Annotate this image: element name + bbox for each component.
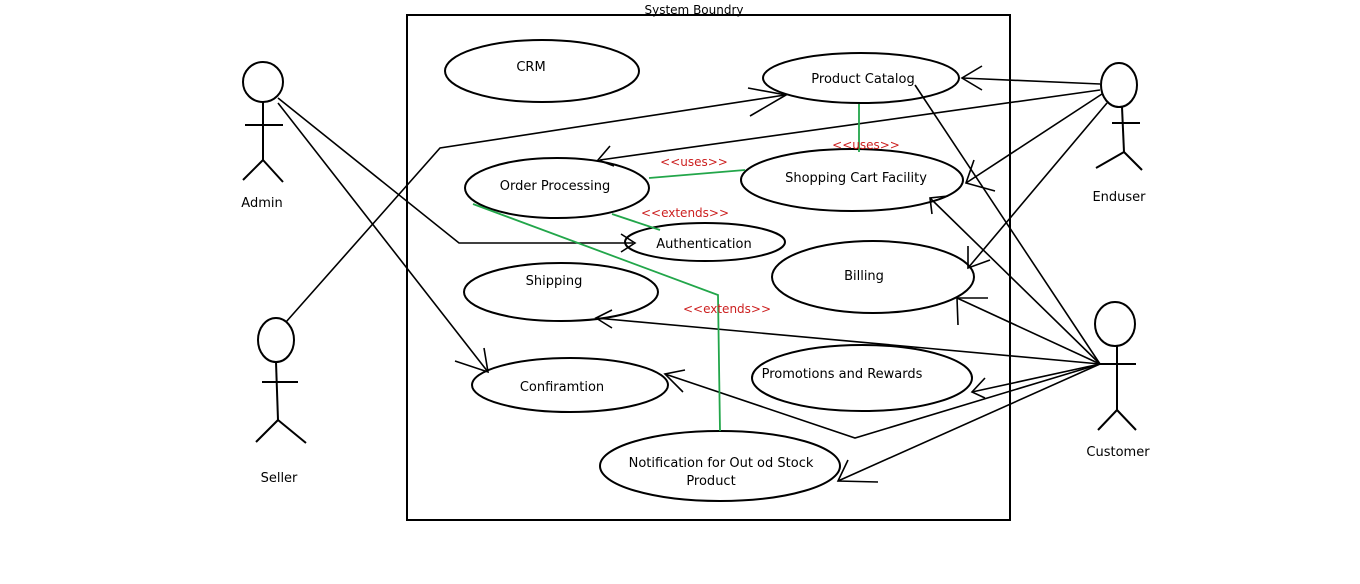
actor-admin [242,61,284,183]
use-case-crm-label: CRM [516,60,545,75]
use-case-crm [444,39,640,103]
use-case-billing [771,240,975,314]
use-case-shipping-label: Shipping [526,274,583,289]
actor-enduser [1095,62,1143,171]
assoc-enduser-shopping-cart [965,93,1103,184]
assoc-seller-product-catalog [285,94,786,323]
use-case-billing-label: Billing [844,269,884,284]
assoc-customer-product-catalog [914,84,1101,365]
actor-enduser-label: Enduser [1092,190,1146,205]
stereotype-extends-notification: <<extends>> [683,302,771,316]
use-case-order-processing-label: Order Processing [500,179,611,194]
assoc-enduser-billing [967,102,1108,269]
actor-seller-label: Seller [261,471,298,486]
rel-order-shopping-cart [648,169,746,179]
use-case-authentication [624,222,786,262]
use-case-promotions-label: Promotions and Rewards [762,367,923,382]
use-case-authentication-label: Authentication [656,237,751,252]
use-case-shopping-cart-label: Shopping Cart Facility [785,171,927,186]
use-case-shopping-cart [740,148,964,212]
use-case-confirmation [471,357,669,413]
stereotype-uses-order: <<uses>> [660,155,728,169]
assoc-customer-shopping-cart [929,197,1101,365]
assoc-enduser-order-processing [599,89,1101,161]
stereotype-uses-cart: <<uses>> [832,138,900,152]
use-case-shipping [463,262,659,322]
actor-customer-label: Customer [1086,445,1150,460]
use-case-notification-label-line1: Notification for Out od Stock [629,456,814,471]
use-case-product-catalog [762,52,960,104]
assoc-admin-authentication [277,97,633,244]
actor-admin-label: Admin [241,196,282,211]
actor-customer [1094,301,1137,431]
assoc-customer-promotions [971,363,1101,393]
assoc-admin-confirmation [277,102,489,373]
assoc-customer-billing [956,297,1101,365]
assoc-customer-confirmation [664,363,1101,439]
assoc-customer-notification [837,363,1101,482]
relationship-lines [472,104,860,432]
use-case-order-processing [464,157,650,219]
assoc-customer-shipping [595,317,1101,365]
use-case-product-catalog-label: Product Catalog [811,72,914,87]
rel-order-notification [472,203,721,432]
association-lines [277,65,1108,483]
use-case-confirmation-label: Confiramtion [520,380,604,395]
actor-seller [255,317,307,444]
rel-order-authentication [611,213,661,231]
system-boundary-title: System Boundry [645,3,744,17]
use-case-notification-label-line2: Product [686,474,735,489]
assoc-enduser-product-catalog [961,77,1101,85]
use-case-promotions [751,344,973,412]
stereotype-extends-auth: <<extends>> [641,206,729,220]
